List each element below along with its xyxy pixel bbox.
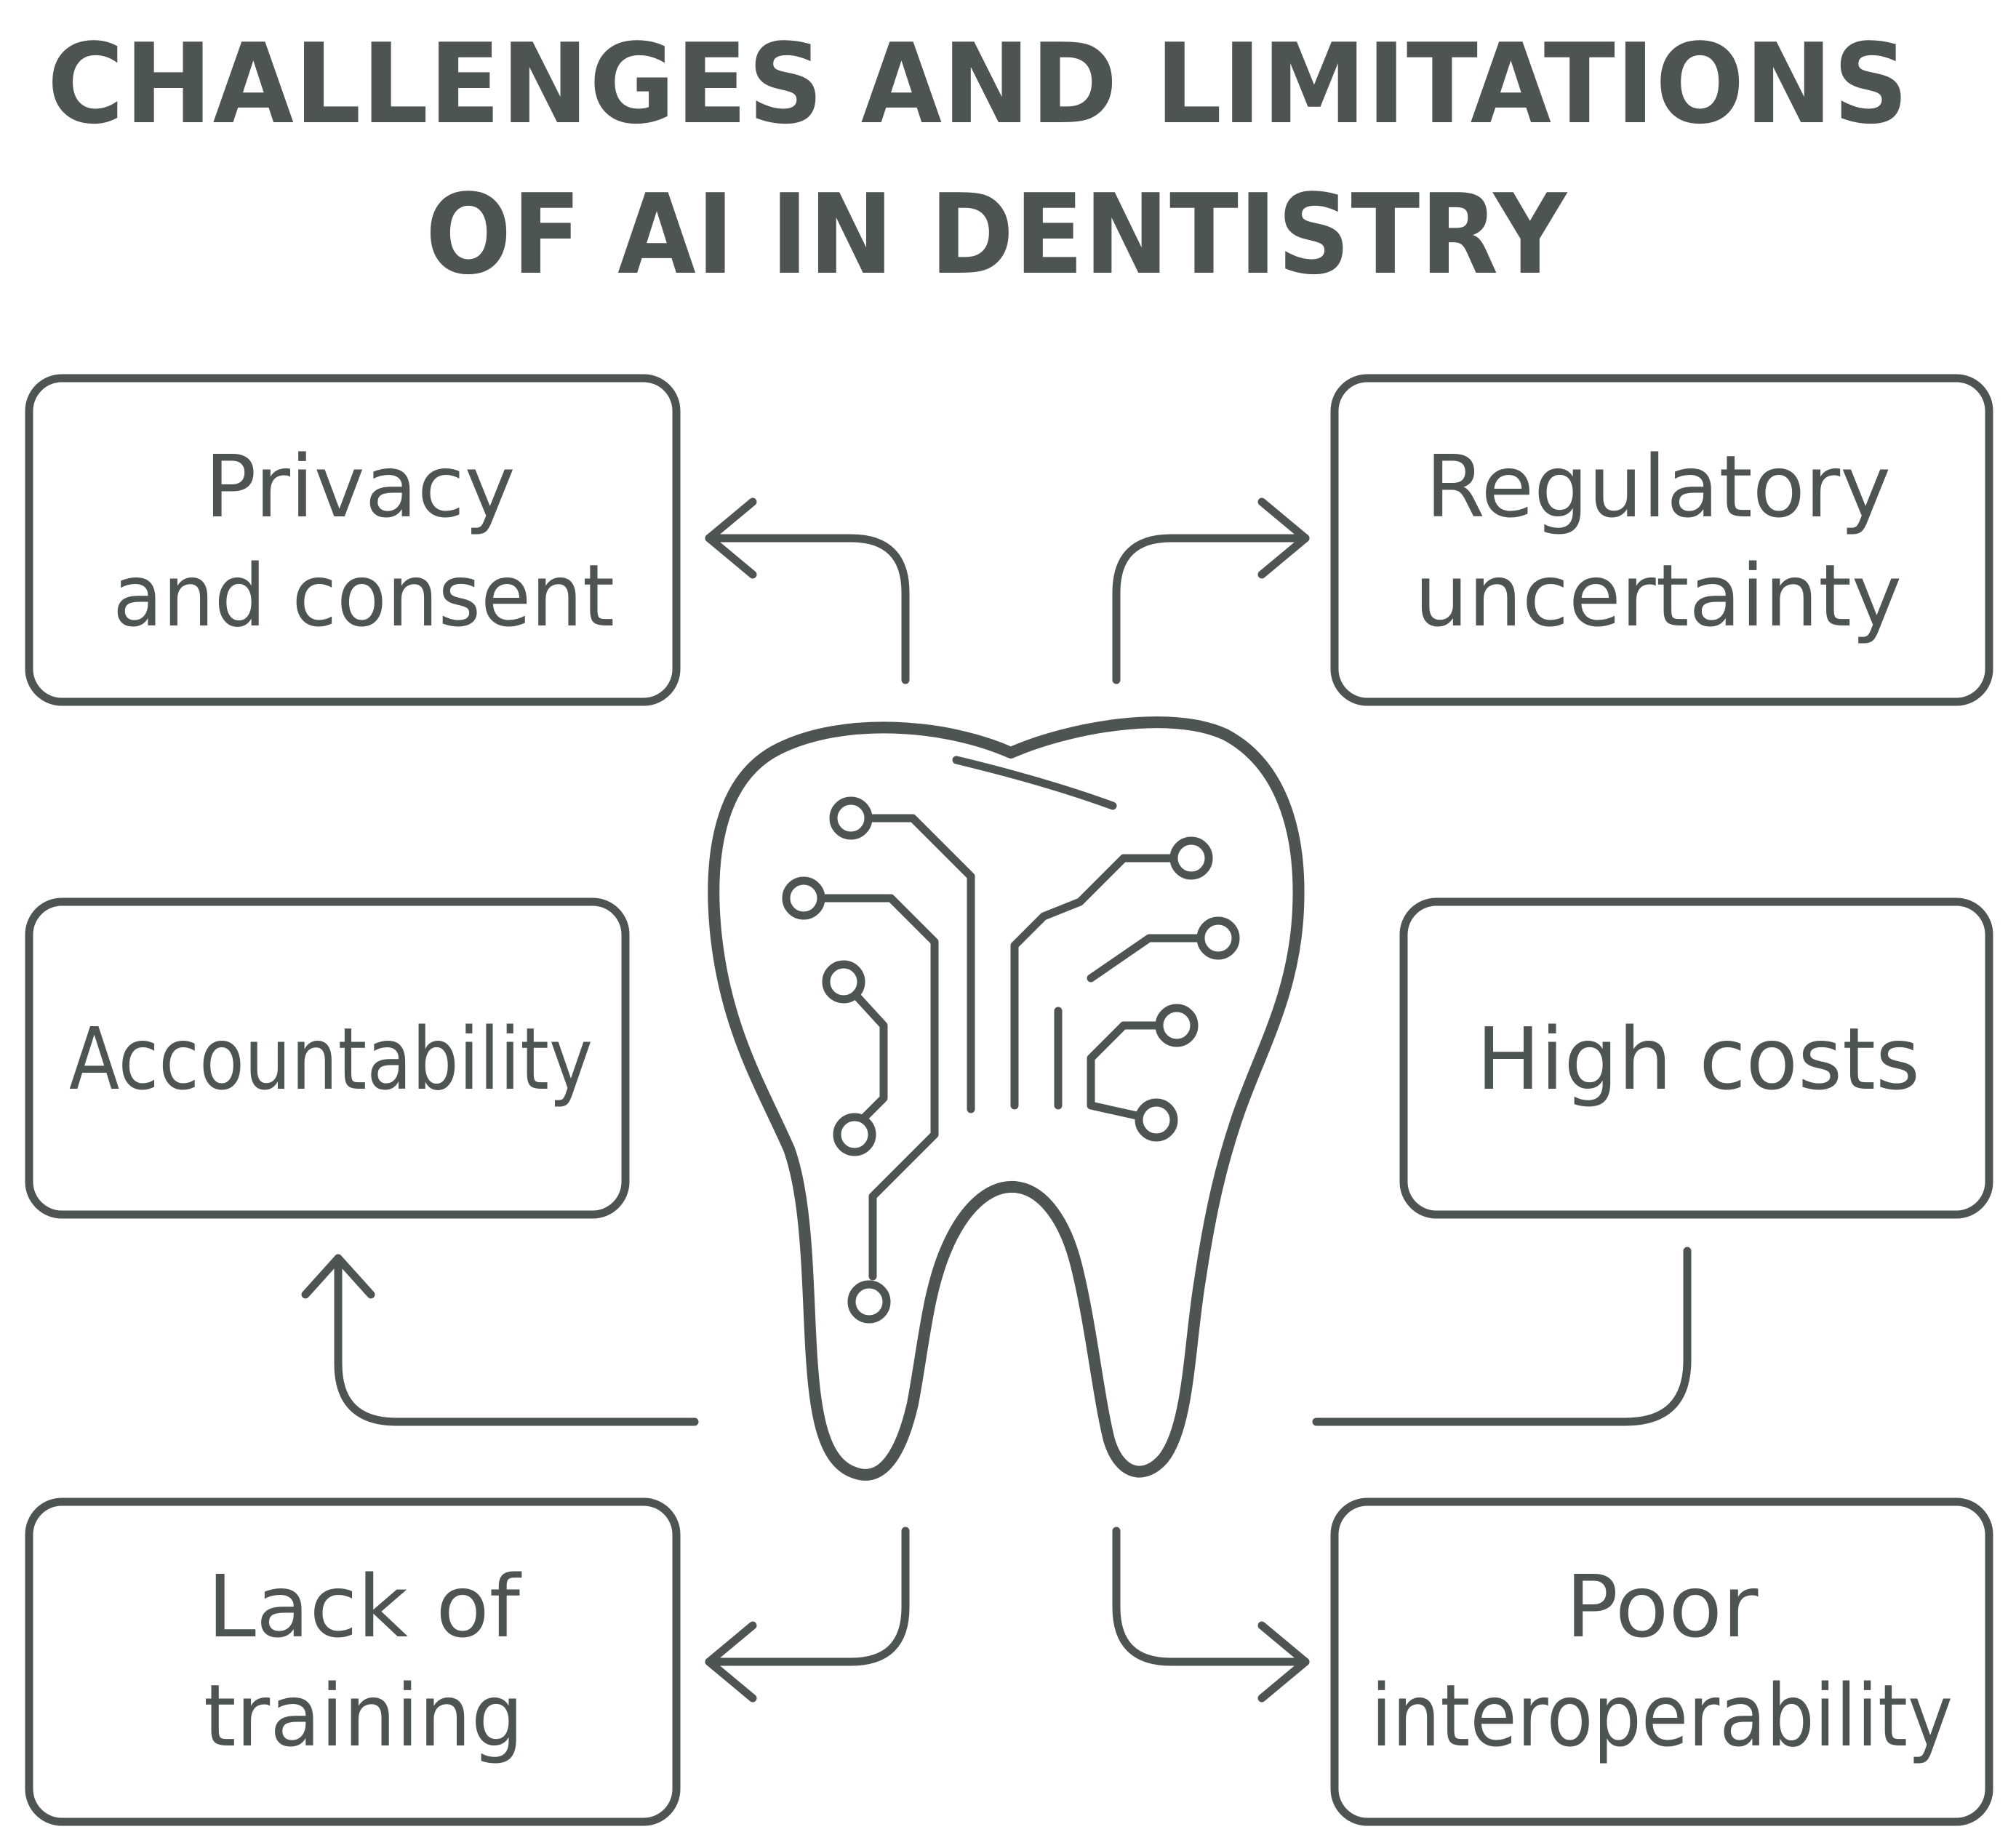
- connector-regulatory: [1112, 497, 1310, 684]
- box-label-costs: High costs: [1476, 1009, 1920, 1109]
- arrowhead-icon: [705, 1621, 757, 1703]
- circuit-node: [829, 796, 873, 840]
- challenge-box-regulatory: Regulatory uncertainty: [1330, 374, 1993, 706]
- box-label-interoperability-2: interoperability: [1371, 1665, 1953, 1766]
- arrowhead-icon: [1257, 1621, 1310, 1703]
- circuit-node: [782, 876, 825, 920]
- connector-accountability: [301, 1254, 699, 1426]
- connector-training: [705, 1527, 910, 1703]
- circuit-node: [1135, 1098, 1178, 1142]
- connector-privacy: [705, 497, 910, 684]
- connector-costs: [1312, 1247, 1692, 1426]
- circuit-node: [1155, 1004, 1199, 1047]
- box-label-regulatory-1: Regulatory: [1425, 436, 1891, 537]
- title-line-1: CHALLENGES AND LIMITATIONS: [47, 20, 1909, 148]
- challenge-box-training: Lack of training: [25, 1497, 681, 1826]
- box-label-accountability: Accountability: [69, 1009, 593, 1109]
- arrowhead-icon: [705, 497, 757, 579]
- circuit-node: [833, 1113, 876, 1156]
- challenge-box-accountability: Accountability: [25, 897, 630, 1219]
- circuit-node: [822, 960, 865, 1004]
- connector-interoperability: [1112, 1527, 1310, 1703]
- tooth-outline: [708, 716, 1305, 1481]
- circuit-node: [1169, 836, 1213, 880]
- box-label-privacy-1: Privacy: [204, 436, 515, 537]
- box-label-regulatory-2: uncertainty: [1415, 545, 1902, 646]
- title-line-2: OF AI IN DENTISTRY: [425, 170, 1568, 299]
- arrowhead-icon: [301, 1254, 375, 1299]
- circuit-node: [1196, 916, 1240, 960]
- box-label-training-1: Lack of: [207, 1556, 521, 1657]
- challenge-box-privacy: Privacy and consent: [25, 374, 681, 706]
- box-label-interoperability-1: Poor: [1566, 1556, 1759, 1657]
- circuit-node: [847, 1280, 891, 1324]
- arrowhead-icon: [1257, 497, 1310, 579]
- challenge-box-costs: High costs: [1399, 897, 1993, 1219]
- box-label-privacy-2: and consent: [113, 545, 615, 646]
- challenge-box-interoperability: Poor interoperability: [1330, 1497, 1993, 1826]
- box-label-training-2: training: [204, 1665, 524, 1766]
- tooth-circuit-icon: [708, 716, 1305, 1481]
